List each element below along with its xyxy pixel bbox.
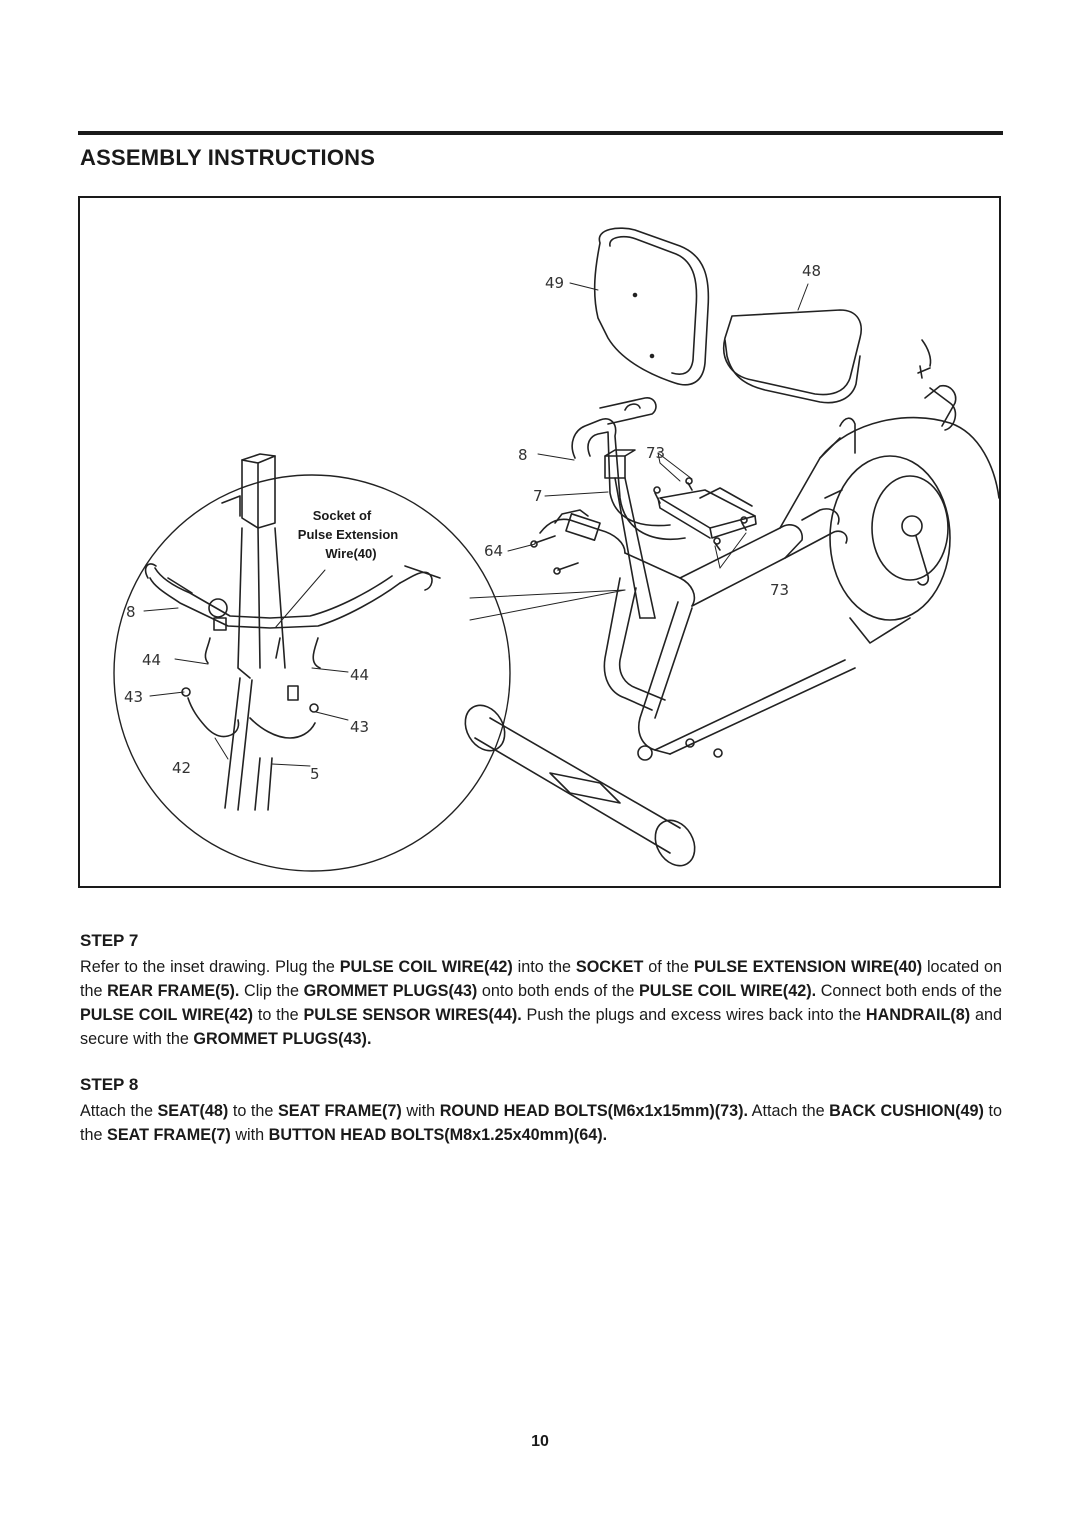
- callout-64: 64: [484, 542, 503, 560]
- part-reference: BACK CUSHION(49): [829, 1102, 984, 1120]
- part-reference: PULSE SENSOR WIRES(44).: [303, 1006, 522, 1024]
- instruction-text: of the: [643, 958, 694, 976]
- instruction-text: onto both ends of the: [477, 982, 639, 1000]
- instruction-text: to the: [228, 1102, 278, 1120]
- instruction-text: into the: [512, 958, 576, 976]
- part-reference: SEAT FRAME(7): [107, 1126, 231, 1144]
- step-8-text: Attach the SEAT(48) to the SEAT FRAME(7)…: [80, 1099, 1002, 1147]
- part-reference: PULSE COIL WIRE(42): [339, 958, 513, 976]
- instruction-text: with: [230, 1126, 269, 1144]
- callout-73-bottom: 73: [770, 581, 789, 599]
- socket-label-line-2: Pulse Extension: [298, 527, 398, 542]
- assembly-figure: 49 48 8 73 7 64 73: [78, 196, 1001, 888]
- instruction-text: to the: [80, 1102, 1002, 1144]
- rear-frame-drawing: [464, 577, 856, 867]
- inset-callout-44-left: 44: [142, 651, 161, 669]
- instruction-text: Refer to the inset drawing. Plug the: [80, 958, 340, 976]
- step-8-heading: STEP 8: [80, 1075, 139, 1094]
- part-reference: GROMMET PLUGS(43): [303, 982, 478, 1000]
- part-reference: HANDRAIL(8): [865, 1006, 971, 1024]
- part-reference: SEAT FRAME(7): [277, 1102, 402, 1120]
- part-reference: GROMMET PLUGS(43).: [193, 1030, 372, 1048]
- inset-callout-5: 5: [310, 765, 320, 783]
- instruction-text: located on the: [80, 958, 1002, 1000]
- back-cushion-drawing: [593, 227, 710, 386]
- inset-callout-42: 42: [172, 759, 191, 777]
- instruction-text: with: [401, 1102, 440, 1120]
- callout-7: 7: [533, 487, 543, 505]
- part-reference: REAR FRAME(5).: [107, 982, 240, 1000]
- step-7-heading: STEP 7: [80, 931, 139, 950]
- instruction-text: Push the plugs and excess wires back int…: [521, 1006, 866, 1024]
- callout-73-top: 73: [646, 444, 665, 462]
- instruction-text: Clip the: [239, 982, 304, 1000]
- socket-label-line-1: Socket of: [313, 508, 372, 523]
- part-reference: PULSE COIL WIRE(42): [80, 1006, 254, 1024]
- callout-49: 49: [545, 274, 564, 292]
- handrail-drawing: [539, 489, 848, 607]
- seat-drawing: [723, 309, 862, 404]
- inset-callout-8: 8: [126, 603, 136, 621]
- instruction-text: Connect both ends of the: [816, 982, 1002, 1000]
- inset-callout-43-right: 43: [350, 718, 369, 736]
- page-title: ASSEMBLY INSTRUCTIONS: [80, 145, 376, 170]
- part-reference: BUTTON HEAD BOLTS(M8x1.25x40mm)(64).: [268, 1126, 608, 1144]
- part-reference: ROUND HEAD BOLTS(M6x1x15mm)(73).: [439, 1102, 749, 1120]
- assembly-drawing: 49 48 8 73 7 64 73: [113, 227, 999, 872]
- instruction-text: and secure with the: [80, 1006, 1003, 1048]
- inset-drawing: [113, 453, 511, 872]
- inset-callout-43-left: 43: [124, 688, 143, 706]
- callout-8: 8: [518, 446, 528, 464]
- part-reference: PULSE COIL WIRE(42).: [639, 982, 817, 1000]
- header-rule: [78, 131, 1003, 135]
- step-7-text: Refer to the inset drawing. Plug the PUL…: [80, 955, 1002, 1051]
- main-body-drawing: [779, 339, 999, 644]
- instruction-text: Attach the: [748, 1102, 830, 1120]
- instruction-text: to the: [253, 1006, 304, 1024]
- callout-leaders: [469, 282, 809, 621]
- socket-label-line-3: Wire(40): [325, 546, 376, 561]
- bolts-drawing: [530, 477, 748, 575]
- part-reference: SOCKET: [575, 958, 644, 976]
- inset-callout-44-right: 44: [350, 666, 369, 684]
- part-reference: PULSE EXTENSION WIRE(40): [693, 958, 923, 976]
- page-number: 10: [531, 1433, 549, 1450]
- inset-leaders: [143, 569, 349, 767]
- callout-48: 48: [802, 262, 821, 280]
- seat-frame-drawing: [571, 397, 757, 619]
- instruction-text: Attach the: [80, 1102, 158, 1120]
- part-reference: SEAT(48): [157, 1102, 229, 1120]
